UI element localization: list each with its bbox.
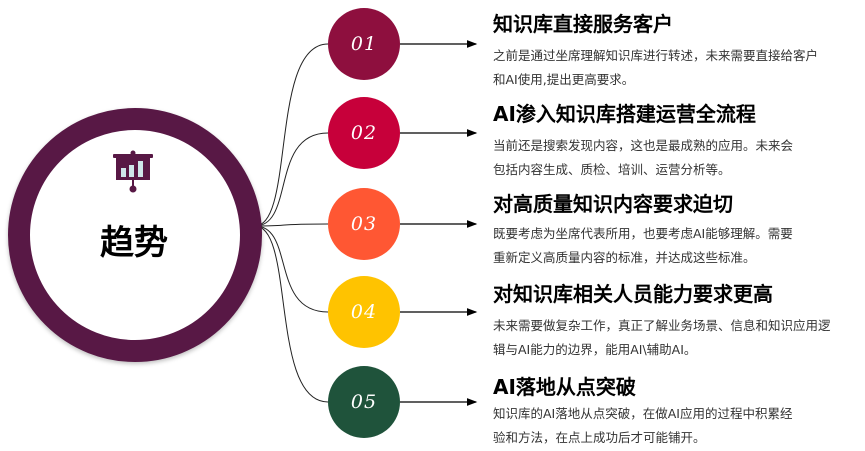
description-line: 知识库的AI落地从点突破，在做AI应用的过程中积累经: [493, 406, 793, 421]
connector-curve: [254, 132, 329, 227]
step-description: 未来需要做复杂工作，真正了解业务场景、信息和知识应用逻辑与AI能力的边界，能用A…: [493, 314, 831, 362]
step-title: AI渗入知识库搭建运营全流程: [493, 102, 756, 126]
step-title: AI落地从点突破: [493, 375, 636, 399]
presentation-chart-icon: [113, 150, 153, 193]
step-title: 知识库直接服务客户: [493, 12, 673, 36]
description-line: 和AI使用,提出更高要求。: [493, 72, 635, 87]
connector-curve: [254, 225, 329, 403]
step-title: 对知识库相关人员能力要求更高: [493, 282, 773, 306]
connector-curve: [254, 225, 329, 313]
description-line: 验和方法，在点上成功后才可能铺开。: [493, 430, 706, 445]
description-line: 未来需要做复杂工作，真正了解业务场景、信息和知识应用逻: [493, 318, 831, 333]
hub-title: 趋势: [100, 223, 168, 263]
step-number-badge: 02: [328, 97, 400, 169]
description-line: 包括内容生成、质检、培训、运营分析等。: [493, 162, 731, 177]
step-description: 当前还是搜索发现内容，这也是最成熟的应用。未来会包括内容生成、质检、培训、运营分…: [493, 134, 793, 182]
step-number-badge: 03: [328, 188, 400, 260]
step-description: 之前是通过坐席理解知识库进行转述，未来需要直接给客户和AI使用,提出更高要求。: [493, 44, 818, 92]
step-description: 既要考虑为坐席代表所用，也要考虑AI能够理解。需要重新定义高质量内容的标准，并达…: [493, 222, 793, 270]
step-number-badge: 05: [328, 366, 400, 438]
step-description: 知识库的AI落地从点突破，在做AI应用的过程中积累经验和方法，在点上成功后才可能…: [493, 402, 792, 450]
connector-curve: [254, 43, 329, 227]
description-line: 之前是通过坐席理解知识库进行转述，未来需要直接给客户: [493, 48, 819, 63]
step-number-badge: 01: [328, 8, 400, 80]
description-line: 重新定义高质量内容的标准，并达成这些标准。: [493, 250, 756, 265]
description-line: 既要考虑为坐席代表所用，也要考虑AI能够理解。需要: [493, 226, 793, 241]
connector-curve: [254, 223, 329, 227]
description-line: 辑与AI能力的边界，能用AI\辅助AI。: [493, 342, 697, 357]
step-number-badge: 04: [328, 276, 400, 348]
description-line: 当前还是搜索发现内容，这也是最成熟的应用。未来会: [493, 138, 794, 153]
step-title: 对高质量知识内容要求迫切: [493, 192, 733, 216]
